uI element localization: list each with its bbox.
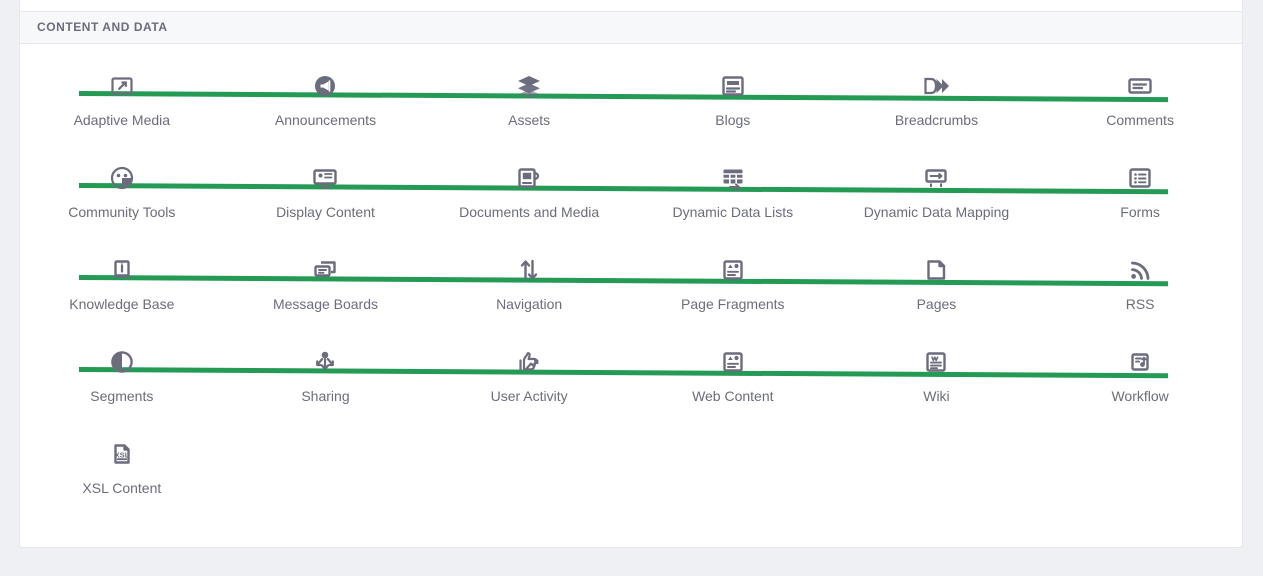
portlet-label: Knowledge Base — [20, 295, 224, 313]
portlet-item-adaptive-media[interactable]: Adaptive Media — [20, 45, 224, 137]
portlet-item-message-boards[interactable]: Message Boards — [224, 229, 428, 321]
portlet-label: Pages — [835, 295, 1039, 313]
portlet-item-rss[interactable]: RSS — [1038, 229, 1242, 321]
portlet-item-wiki[interactable]: Wiki — [835, 321, 1039, 413]
xsl-content-icon: XSL — [106, 438, 138, 470]
community-tools-icon — [106, 162, 138, 194]
forms-icon — [1124, 162, 1156, 194]
portlet-item-forms[interactable]: Forms — [1038, 137, 1242, 229]
wiki-icon — [920, 346, 952, 378]
portlet-item-xsl-content[interactable]: XSL XSL Content — [20, 413, 224, 505]
portlet-item-segments[interactable]: Segments — [20, 321, 224, 413]
portlet-row: Adaptive Media Announcements — [20, 45, 1242, 137]
portlet-item-announcements[interactable]: Announcements — [224, 45, 428, 137]
portlet-label: Dynamic Data Lists — [631, 203, 835, 221]
portlet-label: Adaptive Media — [20, 111, 224, 129]
portlet-label: XSL Content — [20, 479, 224, 497]
portlet-label: Sharing — [224, 387, 428, 405]
portlet-row: Segments Sharing — [20, 321, 1242, 413]
portlet-cell-empty — [427, 413, 631, 505]
portlet-cell-empty — [1038, 413, 1242, 505]
portlet-row: Community Tools Display Content — [20, 137, 1242, 229]
portlet-label: RSS — [1038, 295, 1242, 313]
portlet-label: Web Content — [631, 387, 835, 405]
dynamic-data-mapping-icon — [920, 162, 952, 194]
portlet-label: Page Fragments — [631, 295, 835, 313]
announcements-icon — [309, 70, 341, 102]
assets-layers-icon — [513, 70, 545, 102]
portlet-label: User Activity — [427, 387, 631, 405]
content-and-data-panel: CONTENT AND DATA Adaptive Media — [19, 0, 1243, 548]
portlet-label: Wiki — [835, 387, 1039, 405]
dynamic-data-lists-icon — [717, 162, 749, 194]
page-fragments-icon — [717, 254, 749, 286]
panel-header: CONTENT AND DATA — [20, 11, 1242, 44]
portlet-row: XSL XSL Content — [20, 413, 1242, 505]
workflow-icon — [1124, 346, 1156, 378]
portlet-item-knowledge-base[interactable]: Knowledge Base — [20, 229, 224, 321]
documents-and-media-icon — [513, 162, 545, 194]
portlet-item-documents-and-media[interactable]: Documents and Media — [427, 137, 631, 229]
panel-header-title: CONTENT AND DATA — [37, 20, 168, 34]
rss-icon — [1124, 254, 1156, 286]
portlet-label: Breadcrumbs — [835, 111, 1039, 129]
portlet-item-assets[interactable]: Assets — [427, 45, 631, 137]
pages-document-icon — [920, 254, 952, 286]
portlet-item-display-content[interactable]: Display Content — [224, 137, 428, 229]
portlet-item-sharing[interactable]: Sharing — [224, 321, 428, 413]
portlet-item-workflow[interactable]: Workflow — [1038, 321, 1242, 413]
portlet-item-community-tools[interactable]: Community Tools — [20, 137, 224, 229]
portlet-label: Workflow — [1038, 387, 1242, 405]
portlet-item-dynamic-data-mapping[interactable]: Dynamic Data Mapping — [835, 137, 1039, 229]
portlet-row: Knowledge Base Message Boards — [20, 229, 1242, 321]
message-boards-icon — [309, 254, 341, 286]
portlet-item-blogs[interactable]: Blogs — [631, 45, 835, 137]
portlet-label: Documents and Media — [427, 203, 631, 221]
portlet-label: Navigation — [427, 295, 631, 313]
portlet-item-comments[interactable]: Comments — [1038, 45, 1242, 137]
portlet-label: Comments — [1038, 111, 1242, 129]
portlet-item-user-activity[interactable]: User Activity — [427, 321, 631, 413]
display-content-icon — [309, 162, 341, 194]
svg-text:XSL: XSL — [114, 451, 129, 460]
portlet-label: Display Content — [224, 203, 428, 221]
portlet-label: Blogs — [631, 111, 835, 129]
portlet-item-dynamic-data-lists[interactable]: Dynamic Data Lists — [631, 137, 835, 229]
portlet-item-pages[interactable]: Pages — [835, 229, 1039, 321]
portlet-label: Message Boards — [224, 295, 428, 313]
portlet-label: Segments — [20, 387, 224, 405]
portlet-label: Community Tools — [20, 203, 224, 221]
portlet-cell-empty — [631, 413, 835, 505]
portlet-label: Announcements — [224, 111, 428, 129]
comments-icon — [1124, 70, 1156, 102]
sharing-icon — [309, 346, 341, 378]
portlet-item-web-content[interactable]: Web Content — [631, 321, 835, 413]
user-activity-icon — [513, 346, 545, 378]
knowledge-base-icon — [106, 254, 138, 286]
navigation-arrows-icon — [513, 254, 545, 286]
panel-body: Adaptive Media Announcements — [20, 45, 1242, 547]
portlet-item-page-fragments[interactable]: Page Fragments — [631, 229, 835, 321]
breadcrumbs-icon — [920, 70, 952, 102]
segments-contrast-icon — [106, 346, 138, 378]
portlet-item-navigation[interactable]: Navigation — [427, 229, 631, 321]
adaptive-media-icon — [106, 70, 138, 102]
blogs-icon — [717, 70, 749, 102]
portlet-label: Assets — [427, 111, 631, 129]
portlet-label: Dynamic Data Mapping — [835, 203, 1039, 221]
portlet-label: Forms — [1038, 203, 1242, 221]
web-content-icon — [717, 346, 749, 378]
portlet-cell-empty — [835, 413, 1039, 505]
portlet-cell-empty — [224, 413, 428, 505]
portlet-item-breadcrumbs[interactable]: Breadcrumbs — [835, 45, 1039, 137]
